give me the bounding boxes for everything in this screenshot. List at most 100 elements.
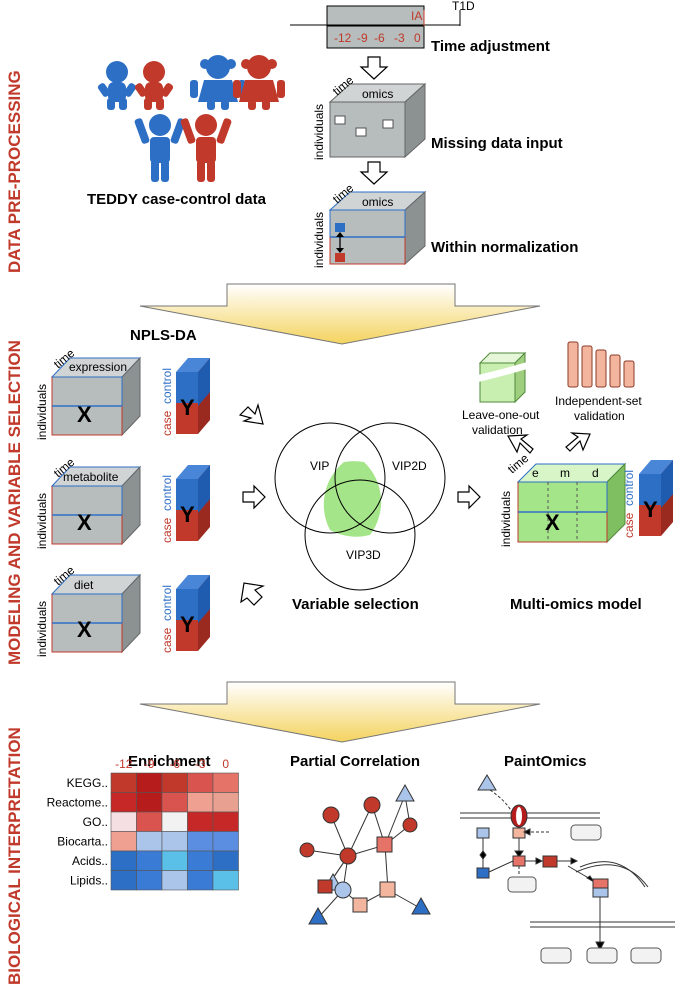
network-node	[339, 847, 357, 865]
missing-data-label: Missing data input	[431, 135, 563, 152]
arrow-icon-expression-to-venn	[238, 402, 264, 425]
block-diet-individuals: individuals	[35, 601, 49, 657]
network-node	[411, 896, 431, 915]
block-diet-case: case	[160, 627, 174, 653]
up-arrow-icon-loo	[507, 434, 534, 454]
heatmap-row-label: Biocarta..	[57, 834, 108, 848]
heatmap-cell	[187, 870, 214, 891]
paint-node	[592, 878, 609, 889]
heatmap-cell	[136, 792, 163, 813]
mo-individuals: individuals	[499, 491, 513, 547]
heatmap-cell	[187, 850, 214, 871]
heatmap-cell	[110, 772, 137, 793]
block-expression	[50, 356, 210, 437]
block-metabolite-name: metabolite	[63, 470, 119, 484]
paintomics-pathway	[460, 774, 675, 964]
mo-dim-e: e	[532, 466, 539, 480]
heatmap-cell	[136, 850, 163, 871]
paint-box-node	[586, 947, 618, 964]
t1d-label: T1D	[452, 0, 475, 13]
heatmap-col-label: -9	[144, 757, 155, 771]
paint-triangle-node	[477, 774, 497, 791]
block-diet-control: control	[160, 585, 174, 621]
heatmap-cell	[212, 811, 239, 832]
paint-node	[512, 855, 526, 867]
venn-label-vip3d: VIP3D	[346, 548, 381, 562]
heatmap-cell	[110, 811, 137, 832]
toddler-icon-red	[233, 55, 285, 110]
heatmap-row-label: Reactome..	[47, 795, 108, 809]
paint-node	[592, 887, 609, 898]
paint-box-node	[540, 947, 572, 964]
block-metabolite-control: control	[160, 475, 174, 511]
cube-within-normalization	[328, 190, 427, 266]
arrow-icon-diet-to-venn	[240, 582, 265, 606]
block-metabolite-x: X	[77, 510, 92, 535]
timeline: IA T1D -12 -9 -6 -3 0	[290, 0, 475, 49]
heatmap-row-label: KEGG..	[67, 776, 108, 790]
heatmap-cell	[212, 850, 239, 871]
network-node	[376, 836, 393, 853]
multiomics-cube	[516, 460, 673, 544]
heatmap-cell	[136, 831, 163, 852]
teddy-label: TEDDY case-control data	[87, 191, 267, 208]
heatmap-cell	[110, 792, 137, 813]
heatmap-cell	[161, 811, 188, 832]
network-node	[308, 906, 328, 925]
arrow-icon-venn-to-model	[457, 484, 481, 510]
venn-label-vip2d: VIP2D	[392, 459, 427, 473]
heatmap-col-label: -3	[195, 757, 206, 771]
timeline-tick-3: -6	[374, 31, 385, 45]
heatmap-cell	[110, 831, 137, 852]
heatmap-row-label: Lipids..	[70, 873, 108, 887]
loo-label-1: Leave-one-out	[462, 408, 540, 422]
heatmap-col-label: -12	[115, 757, 133, 771]
arrow-icon-metabolite-to-venn	[242, 484, 266, 510]
block-diet-y: Y	[180, 612, 195, 637]
mo-case: case	[622, 512, 636, 538]
within-normalization-label: Within normalization	[431, 239, 578, 256]
heatmap-row-label: GO..	[83, 815, 108, 829]
network-node	[379, 881, 396, 898]
timeline-tick-4: -3	[394, 31, 405, 45]
paint-box-node	[630, 947, 662, 964]
block-diet-x: X	[77, 617, 92, 642]
heatmap-cell	[110, 850, 137, 871]
heatmap-cell	[161, 831, 188, 852]
timeline-tick-2: -9	[357, 31, 368, 45]
block-metabolite-y: Y	[180, 502, 195, 527]
block-expression-individuals: individuals	[35, 384, 49, 440]
paint-node	[512, 827, 526, 839]
network-node	[322, 806, 340, 824]
heatmap-cell	[212, 831, 239, 852]
block-diet	[50, 573, 210, 654]
independent-set-bars-icon	[567, 341, 635, 388]
block-expression-y: Y	[180, 395, 195, 420]
partial-correlation-network	[299, 783, 431, 925]
heatmap-cell	[212, 870, 239, 891]
variable-selection-label: Variable selection	[292, 596, 419, 613]
big-down-arrow-1	[139, 283, 541, 345]
block-metabolite	[50, 465, 210, 546]
axis-individuals-2: individuals	[312, 212, 326, 268]
heatmap-cell	[187, 811, 214, 832]
heatmap-cell	[212, 792, 239, 813]
cube-top-label-1: omics	[362, 87, 393, 101]
section-label-preprocessing: DATA PRE-PROCESSING	[5, 70, 24, 273]
section-label-modeling: MODELING AND VARIABLE SELECTION	[5, 340, 24, 665]
baby-icon-red-1	[134, 61, 174, 110]
loo-label-2: validation	[472, 423, 523, 437]
indep-label-1: Independent-set	[555, 394, 642, 408]
big-down-arrow-2	[139, 681, 541, 743]
paint-node	[476, 867, 490, 879]
baby-icon-blue-1	[97, 61, 137, 110]
mo-dim-d: d	[592, 466, 599, 480]
heatmap-cell	[136, 772, 163, 793]
block-metabolite-case: case	[160, 517, 174, 543]
heatmap-cell	[187, 772, 214, 793]
section-label-interpretation: BIOLOGICAL INTERPRETATION	[5, 727, 24, 985]
child-icon-blue	[134, 114, 186, 182]
network-node	[334, 881, 352, 899]
heatmap-cell	[136, 811, 163, 832]
